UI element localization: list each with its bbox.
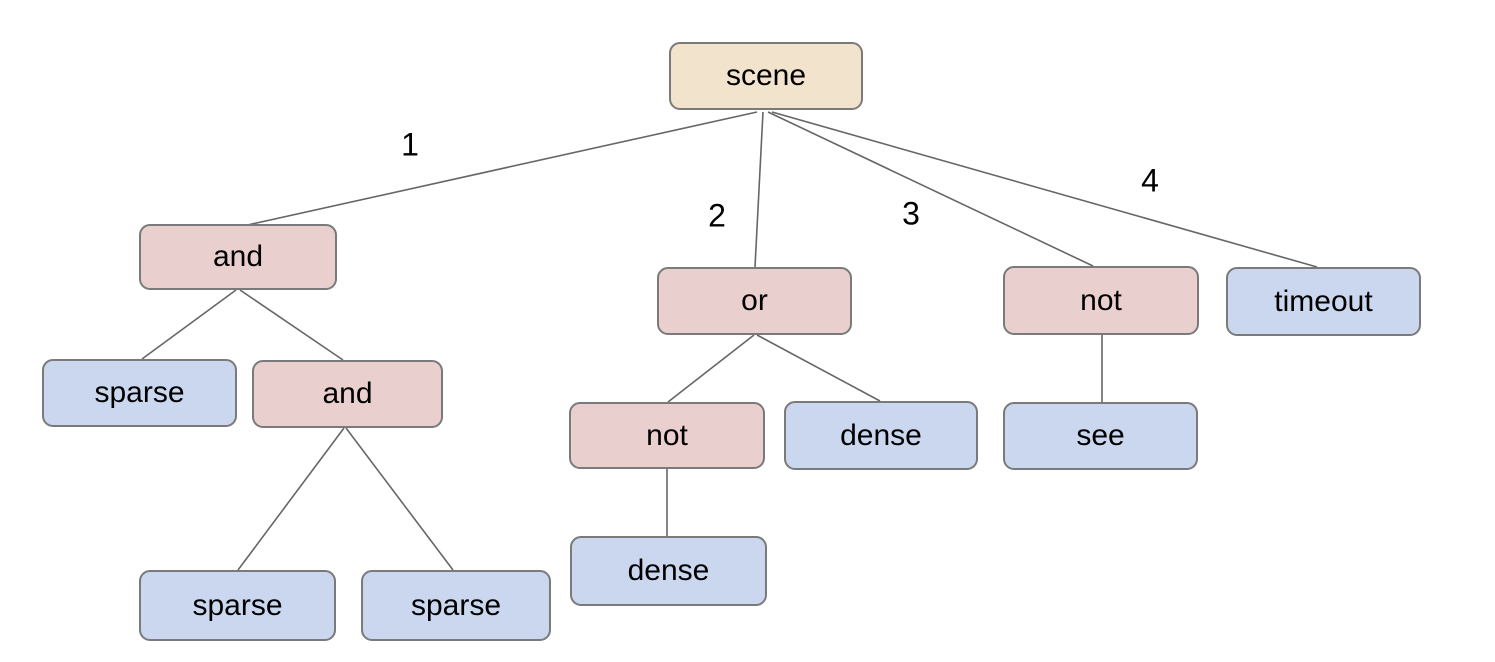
- edge-label-4: 4: [1141, 162, 1159, 199]
- node-dense-2: dense: [570, 536, 767, 606]
- edge-and1-sparse1: [141, 289, 237, 360]
- node-see: see: [1003, 402, 1198, 470]
- node-scene: scene: [669, 42, 863, 110]
- node-or-1: or: [657, 267, 852, 335]
- edge-and2-sparse3: [345, 427, 454, 571]
- edge-scene-not1: [767, 111, 1094, 267]
- node-and-2: and: [252, 360, 443, 428]
- node-dense-1: dense: [784, 401, 978, 470]
- node-timeout: timeout: [1226, 267, 1421, 336]
- edge-scene-and1: [242, 111, 758, 227]
- node-and-1: and: [139, 224, 337, 290]
- node-sparse-1: sparse: [42, 359, 237, 427]
- node-not-1: not: [1003, 266, 1199, 335]
- edge-scene-timeout: [771, 111, 1318, 268]
- edge-label-2: 2: [708, 197, 726, 234]
- edge-scene-or: [754, 111, 764, 268]
- node-not-2: not: [569, 402, 765, 469]
- edge-label-1: 1: [401, 126, 419, 163]
- edge-or-not2: [667, 334, 755, 403]
- node-sparse-3: sparse: [361, 570, 551, 641]
- node-sparse-2: sparse: [139, 570, 336, 641]
- edge-or-dense1: [756, 334, 881, 402]
- edge-label-3: 3: [902, 195, 920, 232]
- edge-and1-and2: [239, 289, 344, 361]
- edge-and2-sparse2: [237, 427, 345, 571]
